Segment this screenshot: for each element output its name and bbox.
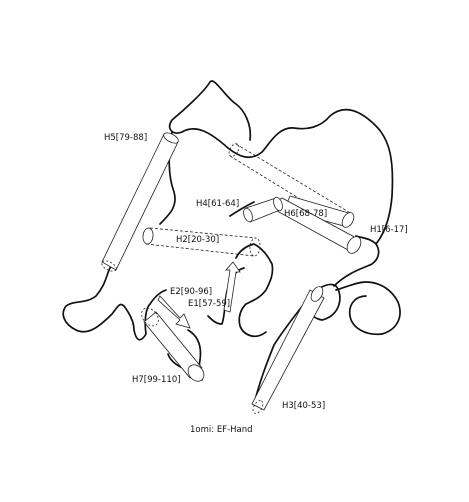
label-h7: H7[99-110] [132, 375, 181, 385]
label-e1: E1[57-59] [188, 299, 230, 309]
label-h2: H2[20-30] [176, 235, 219, 245]
helix-h3 [251, 286, 325, 414]
diagram-caption: 1omi: EF-Hand [190, 425, 253, 435]
label-h3: H3[40-53] [282, 401, 325, 411]
strand-e1 [223, 261, 241, 313]
helix-h5 [101, 132, 179, 272]
helix-h6 [267, 197, 362, 254]
label-h4: H4[61-64] [196, 199, 239, 209]
label-h6: H6[68-78] [284, 209, 327, 219]
helix-h2 [142, 227, 261, 257]
helix-h1 [228, 143, 355, 228]
label-h1: H1[6-17] [370, 225, 408, 235]
strand-e2 [157, 295, 191, 329]
label-h5: H5[79-88] [104, 133, 147, 143]
label-e2: E2[90-96] [170, 287, 212, 297]
helix-h4 [243, 196, 283, 223]
helix-h7 [141, 307, 205, 382]
